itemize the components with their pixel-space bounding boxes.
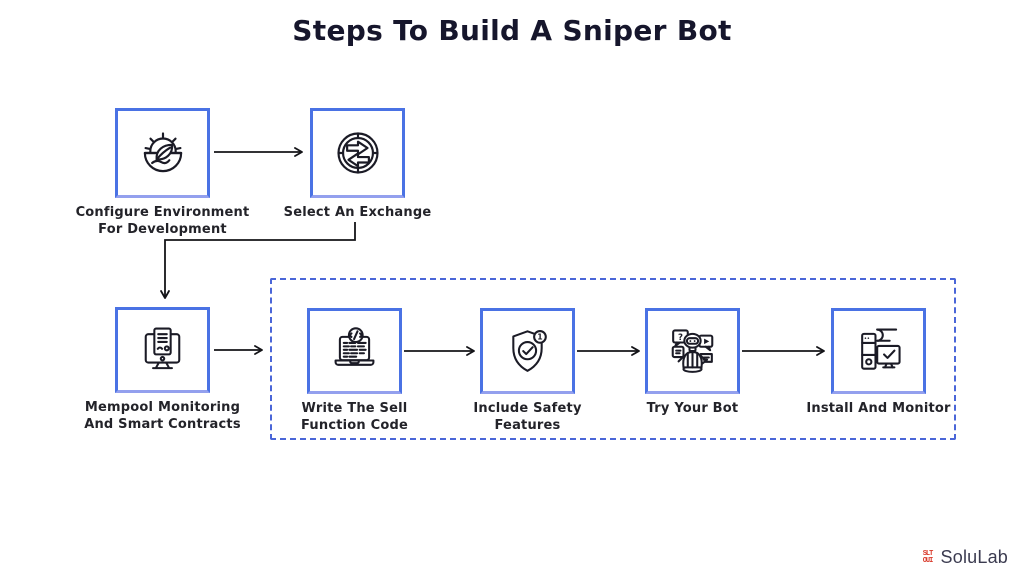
question-bubble-glyph: ? (678, 332, 683, 342)
step-label: Include Safety Features (473, 401, 582, 433)
step-label: Mempool Monitoring And Smart Contracts (84, 400, 241, 432)
step-icon-box: 1 (480, 308, 575, 394)
gear-leaf-globe-icon (143, 132, 182, 173)
exchange-arrows-coin-icon (336, 132, 379, 174)
solulab-logo: SLT OUI SoluLab (919, 547, 1008, 568)
step-icon-box (115, 307, 210, 393)
page-title: Steps To Build A Sniper Bot (292, 14, 732, 47)
robot-chat-icon: ? (671, 328, 714, 373)
step-label: Select An Exchange (283, 205, 432, 220)
solulab-logo-text: SoluLab (940, 547, 1008, 567)
step-icon-box (310, 108, 405, 198)
step-write-sell-function: Write The Sell Function Code (301, 308, 408, 433)
shield-check-icon: 1 (512, 329, 547, 372)
step-icon-box: ? (645, 308, 740, 394)
laptop-code-icon (334, 326, 375, 366)
step-icon-box (831, 308, 926, 394)
logo-mark-top: SLT (922, 549, 934, 558)
step-label: Install And Monitor (806, 401, 951, 416)
pc-wrench-monitor-icon (861, 328, 901, 370)
step-mempool-monitoring: Mempool Monitoring And Smart Contracts (84, 307, 241, 432)
step-include-safety: 1 Include Safety Features (473, 308, 581, 433)
solulab-logo-mark-icon: SLT OUI (919, 549, 937, 567)
automation-phase-group (270, 278, 956, 440)
step-label: Configure Environment For Development (75, 205, 250, 237)
step-select-exchange: Select An Exchange (284, 108, 431, 220)
logo-mark-bottom: OUI (922, 556, 934, 565)
step-icon-box (115, 108, 210, 198)
step-label: Try Your Bot (646, 401, 739, 416)
step-install-monitor: Install And Monitor (806, 308, 950, 416)
step-try-your-bot: ? (645, 308, 740, 416)
step-label: Write The Sell Function Code (300, 401, 409, 433)
step-icon-box (307, 308, 402, 394)
step-configure-environment: Configure Environment For Development (76, 108, 249, 237)
monitor-document-icon (144, 327, 181, 369)
badge-number: 1 (537, 332, 542, 341)
